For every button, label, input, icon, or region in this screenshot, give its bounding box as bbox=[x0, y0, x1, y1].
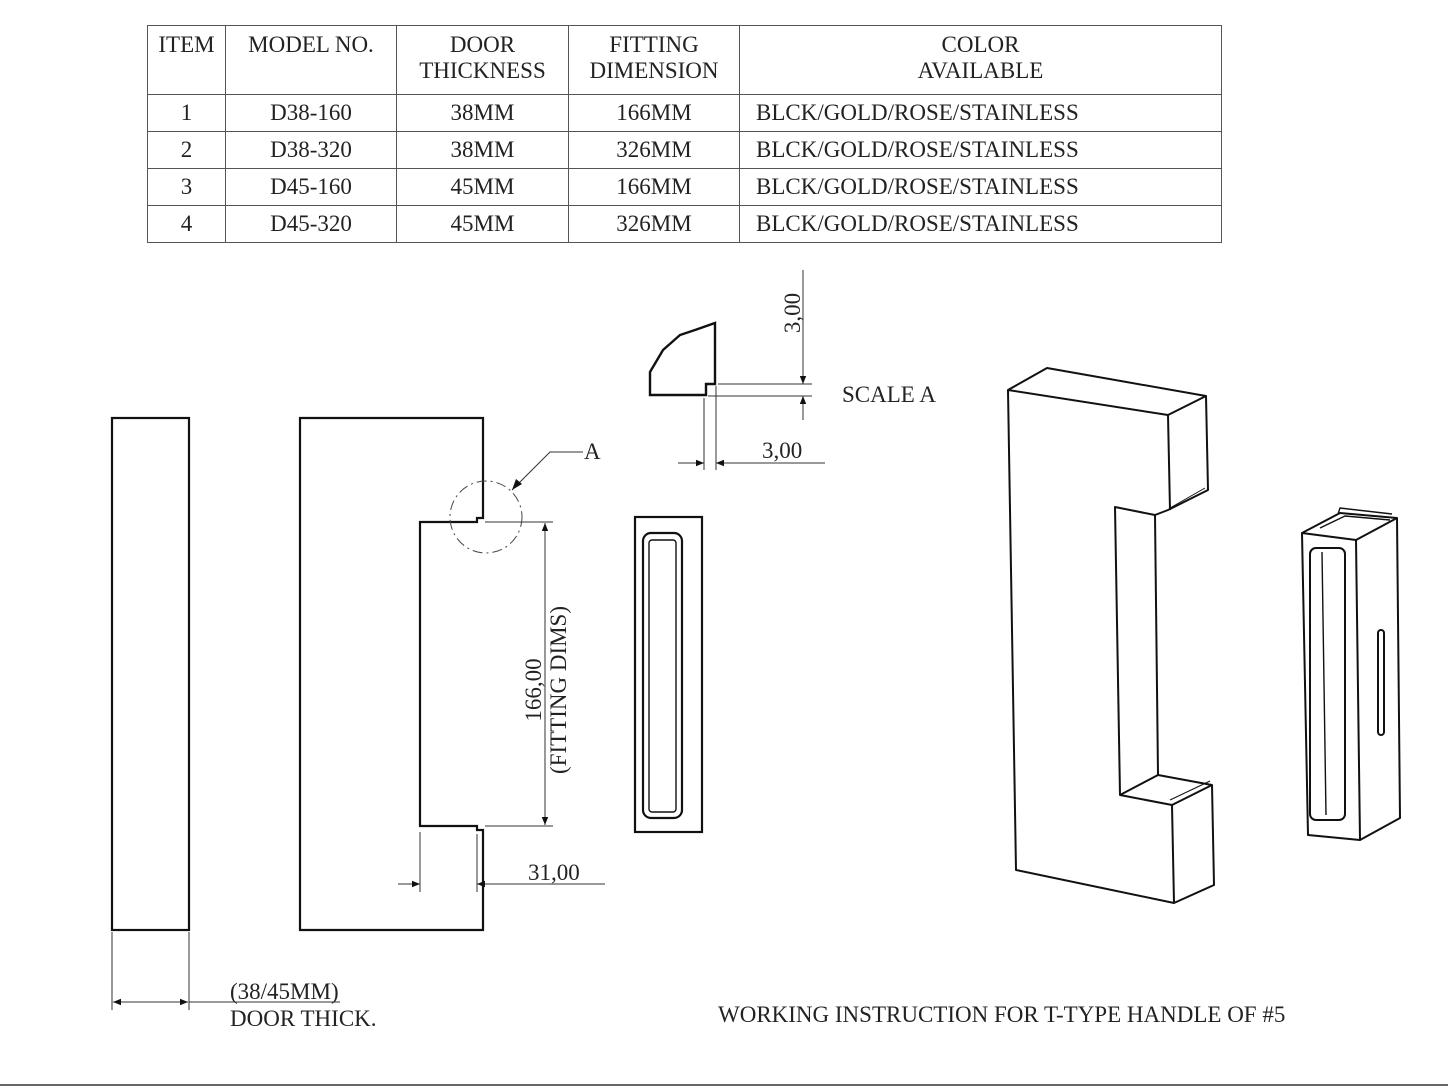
door-side-view bbox=[110, 416, 191, 932]
detail-a-profile bbox=[648, 321, 717, 397]
scale-label: SCALE A bbox=[842, 382, 936, 407]
cell-thickness: 45MM bbox=[396, 168, 569, 206]
door-thick-label: DOOR THICK. bbox=[230, 1006, 377, 1031]
detail-circle bbox=[449, 480, 523, 554]
cell-color: BLCK/GOLD/ROSE/STAINLESS bbox=[739, 131, 1222, 169]
cell-thickness: 45MM bbox=[396, 205, 569, 243]
cell-model: D38-160 bbox=[225, 94, 397, 132]
header-model: MODEL NO. bbox=[225, 25, 397, 95]
cell-model: D38-320 bbox=[225, 131, 397, 169]
detail-dim-vertical: 3,00 bbox=[780, 293, 805, 333]
cell-color: BLCK/GOLD/ROSE/STAINLESS bbox=[739, 205, 1222, 243]
drawing-title: WORKING INSTRUCTION FOR T-TYPE HANDLE OF… bbox=[718, 1002, 1285, 1027]
handle-front-view bbox=[633, 515, 704, 834]
door-cutout-view bbox=[298, 416, 485, 932]
detail-leader bbox=[511, 451, 583, 491]
cell-thickness: 38MM bbox=[396, 94, 569, 132]
detail-label: A bbox=[584, 439, 601, 464]
cell-color: BLCK/GOLD/ROSE/STAINLESS bbox=[739, 94, 1222, 132]
cell-item: 3 bbox=[147, 168, 226, 206]
fitting-dim-value: 166,00 bbox=[521, 658, 546, 721]
cell-fitting: 326MM bbox=[568, 131, 740, 169]
cell-model: D45-320 bbox=[225, 205, 397, 243]
depth-dim-value: 31,00 bbox=[528, 860, 580, 885]
detail-dim-horizontal: 3,00 bbox=[762, 438, 802, 463]
cell-fitting: 166MM bbox=[568, 94, 740, 132]
header-item: ITEM bbox=[147, 25, 226, 95]
isometric-handle-view bbox=[1301, 507, 1401, 841]
cell-thickness: 38MM bbox=[396, 131, 569, 169]
cell-item: 2 bbox=[147, 131, 226, 169]
cell-item: 4 bbox=[147, 205, 226, 243]
cell-fitting: 326MM bbox=[568, 205, 740, 243]
door-thick-value: (38/45MM) bbox=[230, 979, 339, 1004]
isometric-door-view bbox=[1007, 367, 1215, 904]
cell-color: BLCK/GOLD/ROSE/STAINLESS bbox=[739, 168, 1222, 206]
fitting-dim-label: (FITTING DIMS) bbox=[546, 606, 571, 774]
